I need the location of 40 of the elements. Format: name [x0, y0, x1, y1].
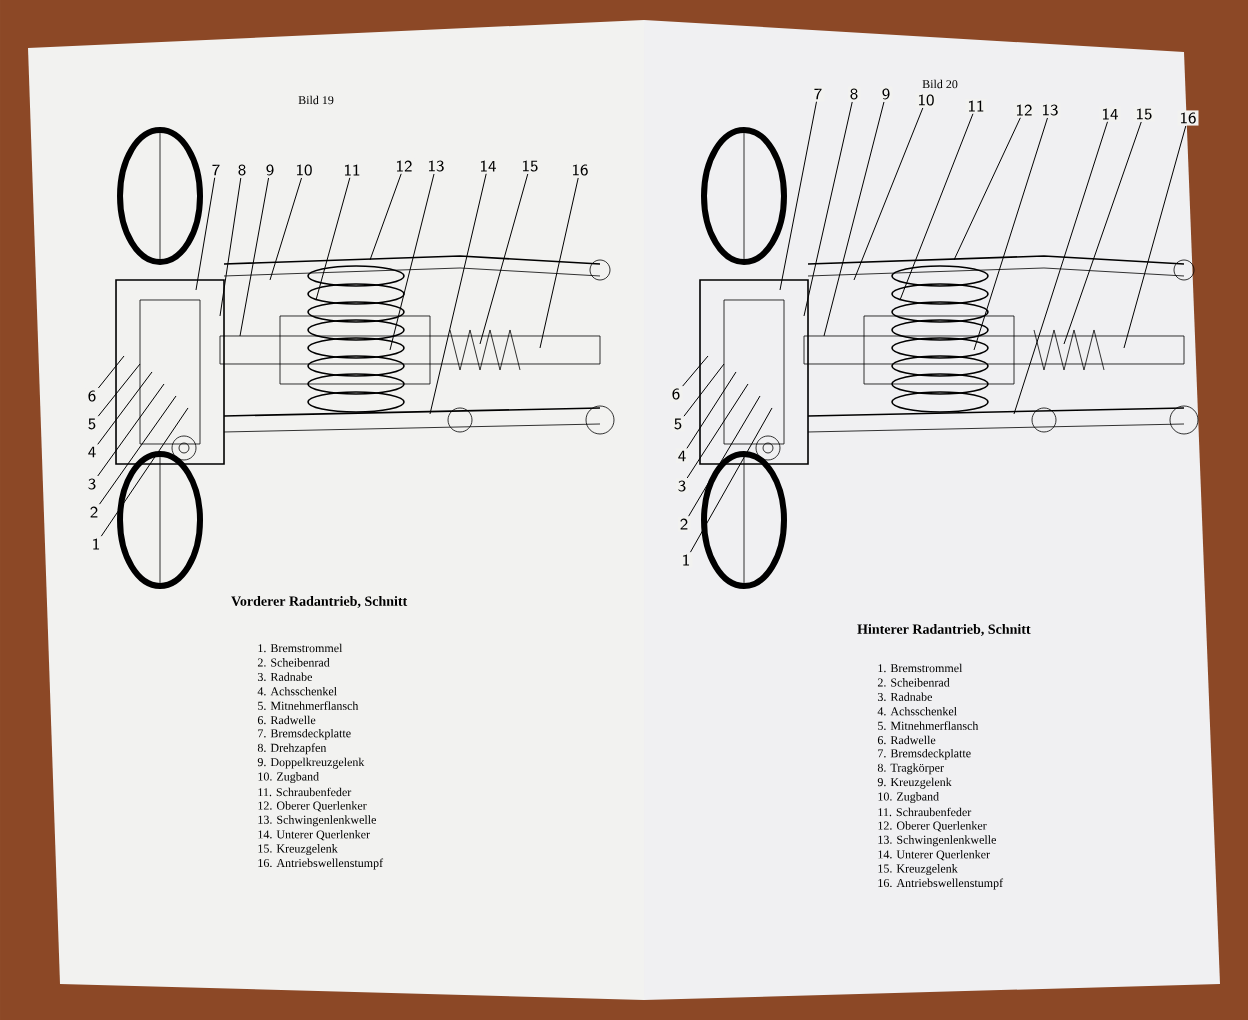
leader-line	[479, 173, 529, 345]
leader-line	[689, 407, 773, 553]
leader-line	[803, 101, 853, 317]
callout-number: 10	[915, 92, 937, 108]
leader-line	[1013, 121, 1108, 415]
leader-line	[973, 117, 1048, 351]
callout-number: 16	[569, 162, 591, 178]
leader-line	[97, 383, 165, 477]
leader-line	[389, 173, 435, 351]
leader-line	[100, 407, 189, 537]
leader-line	[1063, 121, 1142, 345]
callout-number: 15	[519, 158, 541, 174]
leader-line	[683, 363, 725, 417]
leader-line	[239, 177, 270, 337]
leader-line	[899, 113, 974, 301]
leader-line	[682, 355, 709, 387]
leader-line	[853, 107, 924, 281]
callout-number: 15	[1133, 106, 1155, 122]
leader-line	[315, 177, 351, 301]
callout-number: 13	[425, 158, 447, 174]
leader-line	[195, 177, 216, 291]
leader-line	[97, 371, 153, 445]
leader-line	[219, 177, 242, 317]
leader-line	[953, 117, 1021, 261]
leader-line	[823, 101, 885, 337]
leader-line	[97, 355, 125, 389]
leader-line	[779, 101, 817, 291]
leader-line	[686, 371, 737, 449]
leader-line	[97, 363, 141, 417]
leader-line	[688, 395, 761, 517]
leader-line	[99, 395, 177, 505]
leader-line	[429, 173, 487, 415]
leader-line	[686, 383, 749, 479]
callout-number: 13	[1039, 102, 1061, 118]
leader-line	[269, 177, 303, 281]
leader-line	[539, 177, 579, 349]
callout-number: 10	[293, 162, 315, 178]
leader-line	[369, 173, 402, 261]
leader-line	[1123, 125, 1187, 349]
callout-number: 16	[1177, 110, 1199, 126]
